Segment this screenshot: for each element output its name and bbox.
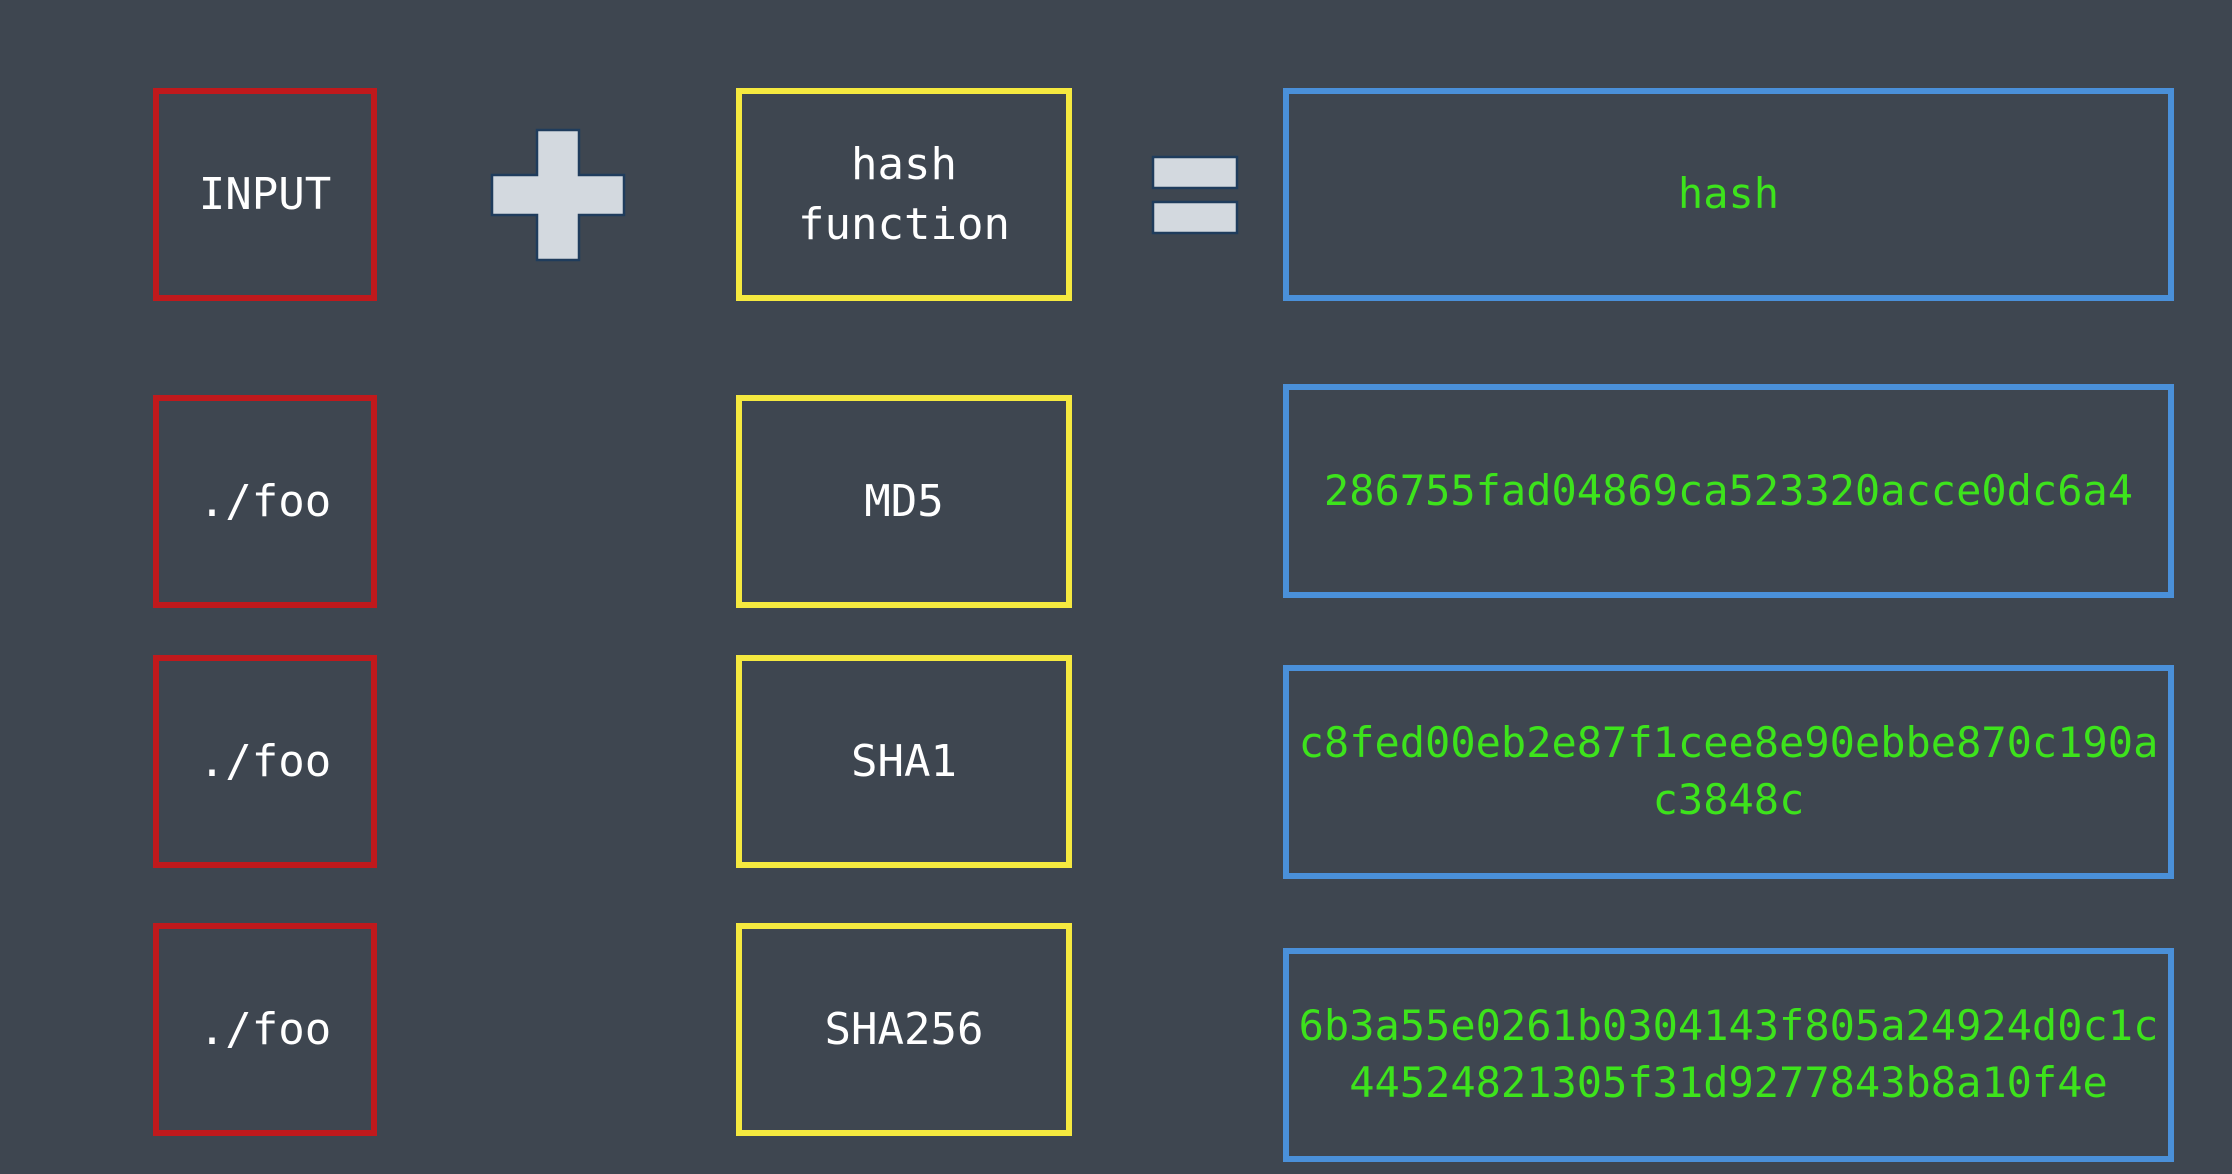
- function-label: SHA1: [851, 735, 957, 787]
- hash-box-sha256: 6b3a55e0261b0304143f805a24924d0c1c445248…: [1283, 948, 2174, 1162]
- input-box-sha256: ./foo: [153, 923, 377, 1136]
- hash-box-md5: 286755fad04869ca523320acce0dc6a4: [1283, 384, 2174, 598]
- hash-header-box: hash: [1283, 88, 2174, 301]
- hash-header-label: hash: [1677, 169, 1780, 219]
- hash-value: 286755fad04869ca523320acce0dc6a4: [1323, 465, 2134, 515]
- input-box-sha1: ./foo: [153, 655, 377, 868]
- function-box-sha256: SHA256: [736, 923, 1072, 1136]
- input-header-box: INPUT: [153, 88, 377, 301]
- function-header-box: hash function: [736, 88, 1072, 301]
- function-label: MD5: [864, 475, 944, 527]
- input-header-label: INPUT: [198, 168, 332, 220]
- equals-icon: [1151, 155, 1239, 235]
- hash-box-sha1: c8fed00eb2e87f1cee8e90ebbe870c190ac3848c: [1283, 665, 2174, 879]
- input-label: ./foo: [198, 1003, 332, 1055]
- hash-value: 6b3a55e0261b0304143f805a24924d0c1c445248…: [1298, 1001, 2159, 1107]
- function-box-md5: MD5: [736, 395, 1072, 608]
- function-box-sha1: SHA1: [736, 655, 1072, 868]
- function-header-label: hash function: [798, 139, 1010, 250]
- input-label: ./foo: [198, 735, 332, 787]
- function-label: SHA256: [824, 1003, 984, 1055]
- input-label: ./foo: [198, 475, 332, 527]
- hash-value: c8fed00eb2e87f1cee8e90ebbe870c190ac3848c: [1298, 718, 2159, 824]
- plus-icon: [490, 128, 626, 262]
- input-box-md5: ./foo: [153, 395, 377, 608]
